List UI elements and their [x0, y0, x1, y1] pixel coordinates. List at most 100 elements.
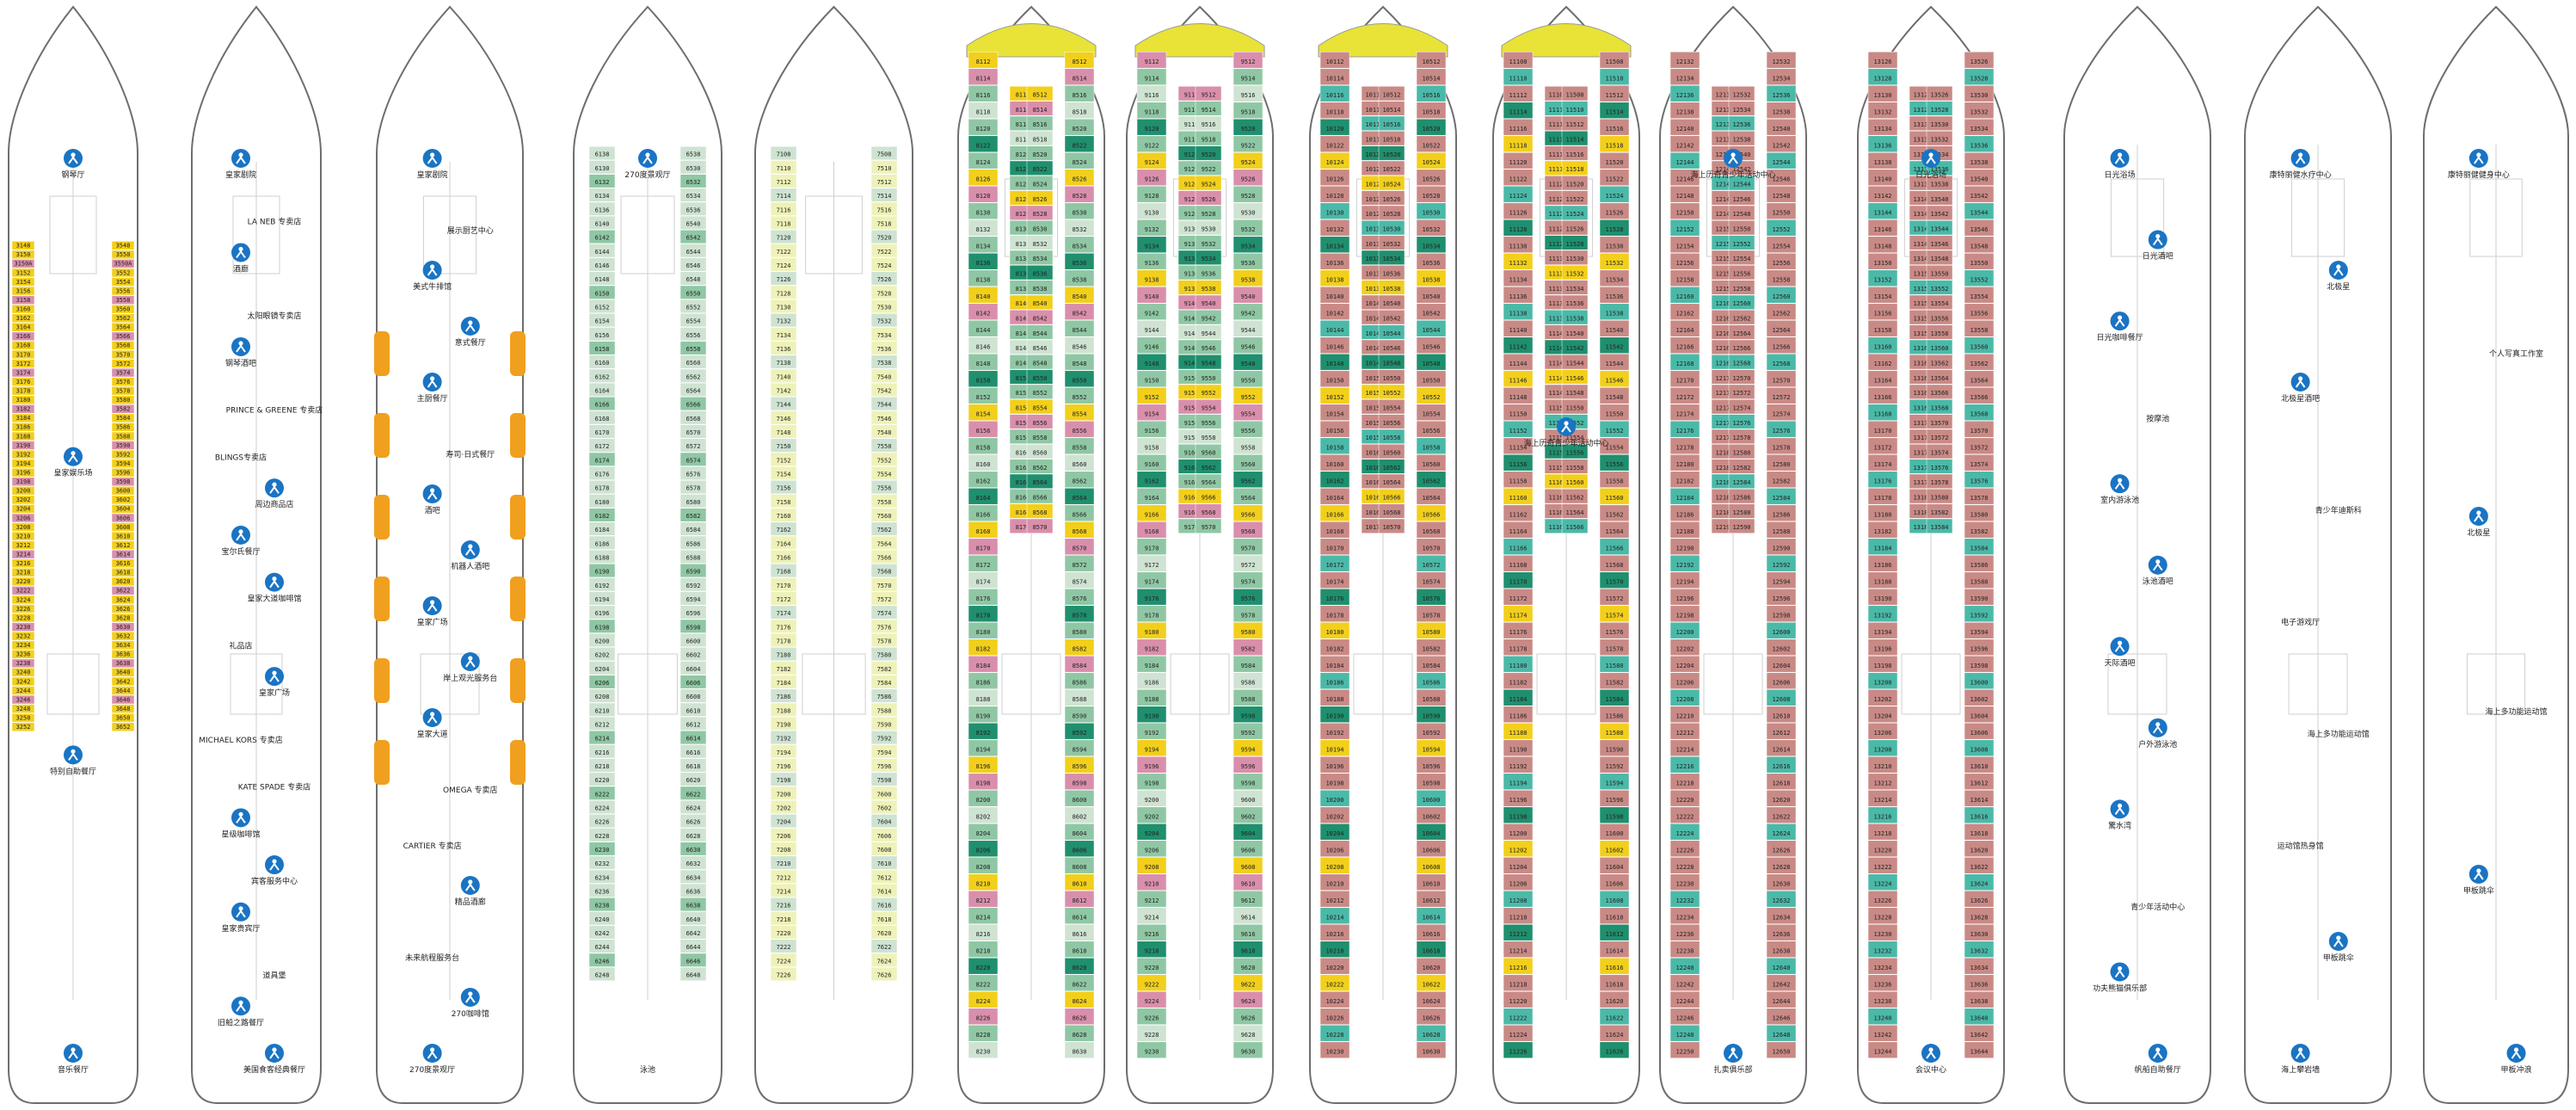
- cabin[interactable]: 12536: [1728, 115, 1755, 131]
- cabin[interactable]: 12550: [1766, 202, 1797, 219]
- cabin[interactable]: 12644: [1766, 991, 1797, 1008]
- cabin[interactable]: 13538: [1964, 152, 1995, 170]
- cabin[interactable]: 13128: [1867, 68, 1898, 85]
- cabin[interactable]: 13578: [1964, 488, 1995, 505]
- cabin[interactable]: 10544: [1416, 320, 1447, 337]
- cabin[interactable]: 6174: [588, 452, 616, 466]
- cabin[interactable]: 12154: [1669, 236, 1700, 253]
- cabin[interactable]: 6602: [679, 647, 707, 662]
- cabin[interactable]: 9596: [1233, 756, 1263, 774]
- cabin[interactable]: 13154: [1867, 287, 1898, 304]
- cabin[interactable]: 8212: [968, 891, 999, 908]
- cabin[interactable]: 12250: [1669, 1041, 1700, 1058]
- cabin[interactable]: 11606: [1599, 873, 1630, 891]
- cabin[interactable]: 12536: [1766, 85, 1797, 102]
- cabin[interactable]: 7528: [870, 285, 898, 299]
- cabin[interactable]: 6234: [588, 869, 616, 884]
- cabin[interactable]: 10626: [1416, 1008, 1447, 1025]
- cabin[interactable]: 3632: [111, 631, 135, 641]
- cabin[interactable]: 13610: [1964, 756, 1995, 774]
- cabin[interactable]: 10178: [1319, 605, 1350, 622]
- cabin[interactable]: 10530: [1378, 220, 1405, 236]
- cabin[interactable]: 7544: [870, 397, 898, 411]
- cabin[interactable]: 6222: [588, 786, 616, 800]
- cabin[interactable]: 13232: [1867, 940, 1898, 958]
- cabin[interactable]: 7514: [870, 188, 898, 202]
- cabin[interactable]: 3200: [11, 486, 35, 496]
- cabin[interactable]: 11562: [1561, 489, 1589, 504]
- cabin[interactable]: 6138: [588, 146, 616, 161]
- cabin[interactable]: 12192: [1669, 555, 1700, 572]
- cabin[interactable]: 12148: [1669, 186, 1700, 203]
- cabin[interactable]: 8520: [1026, 145, 1054, 161]
- cabin[interactable]: 3564: [111, 323, 135, 332]
- cabin[interactable]: 10206: [1319, 840, 1350, 857]
- cabin[interactable]: 10156: [1319, 421, 1350, 438]
- cabin[interactable]: 6646: [679, 953, 707, 967]
- cabin[interactable]: 11518: [1561, 160, 1589, 176]
- cabin[interactable]: 13138: [1867, 152, 1898, 170]
- cabin[interactable]: 13642: [1964, 1025, 1995, 1042]
- cabin[interactable]: 7202: [770, 799, 797, 814]
- cabin[interactable]: 6228: [588, 828, 616, 842]
- cabin[interactable]: 12564: [1728, 324, 1755, 340]
- cabin[interactable]: 6580: [679, 494, 707, 509]
- cabin[interactable]: 6610: [679, 702, 707, 717]
- cabin[interactable]: 9552: [1233, 387, 1263, 404]
- cabin[interactable]: 7526: [870, 271, 898, 286]
- cabin[interactable]: 10532: [1378, 235, 1405, 250]
- cabin[interactable]: 13526: [1926, 86, 1953, 102]
- cabin[interactable]: 6210: [588, 702, 616, 717]
- cabin[interactable]: 13556: [1964, 303, 1995, 320]
- cabin[interactable]: 7618: [870, 911, 898, 926]
- cabin[interactable]: 13216: [1867, 806, 1898, 823]
- cabin[interactable]: 10582: [1416, 638, 1447, 656]
- cabin[interactable]: 10606: [1416, 840, 1447, 857]
- cabin[interactable]: 9168: [1136, 521, 1167, 539]
- cabin[interactable]: 6196: [588, 605, 616, 620]
- cabin[interactable]: 13156: [1867, 303, 1898, 320]
- cabin[interactable]: 7604: [870, 814, 898, 829]
- cabin[interactable]: 12562: [1728, 310, 1755, 325]
- cabin[interactable]: 12540: [1766, 119, 1797, 136]
- cabin[interactable]: 7568: [870, 564, 898, 578]
- cabin[interactable]: 13530: [1926, 115, 1953, 131]
- cabin[interactable]: 11526: [1561, 220, 1589, 236]
- cabin[interactable]: 11564: [1561, 503, 1589, 519]
- cabin[interactable]: 7222: [770, 939, 797, 953]
- cabin[interactable]: 9550: [1233, 370, 1263, 387]
- cabin[interactable]: 12160: [1669, 287, 1700, 304]
- cabin[interactable]: 13136: [1867, 135, 1898, 152]
- cabin[interactable]: 8184: [968, 656, 999, 673]
- cabin[interactable]: 12212: [1669, 723, 1700, 740]
- cabin[interactable]: 12532: [1728, 86, 1755, 102]
- cabin[interactable]: 12162: [1669, 303, 1700, 320]
- cabin[interactable]: 13142: [1867, 186, 1898, 203]
- cabin[interactable]: 12586: [1766, 504, 1797, 521]
- cabin[interactable]: 13586: [1964, 555, 1995, 572]
- cabin[interactable]: 13550: [1964, 253, 1995, 270]
- cabin[interactable]: 13234: [1867, 958, 1898, 975]
- cabin[interactable]: 6182: [588, 508, 616, 522]
- cabin[interactable]: 11172: [1503, 589, 1534, 606]
- cabin[interactable]: 7186: [770, 688, 797, 703]
- cabin[interactable]: 9606: [1233, 840, 1263, 857]
- cabin[interactable]: 3626: [111, 604, 135, 614]
- cabin[interactable]: 12188: [1669, 521, 1700, 539]
- cabin[interactable]: 8228: [968, 1025, 999, 1042]
- cabin[interactable]: 3622: [111, 586, 135, 595]
- cabin[interactable]: 13210: [1867, 756, 1898, 774]
- cabin[interactable]: 6160: [588, 355, 616, 369]
- cabin[interactable]: 12570: [1728, 369, 1755, 385]
- cabin[interactable]: 12568: [1766, 354, 1797, 371]
- cabin[interactable]: 6592: [679, 577, 707, 592]
- cabin[interactable]: 9560: [1233, 454, 1263, 472]
- cabin[interactable]: 9556: [1195, 414, 1222, 429]
- cabin[interactable]: 8576: [1064, 589, 1095, 606]
- cabin[interactable]: 8578: [1064, 605, 1095, 622]
- cabin[interactable]: 10220: [1319, 958, 1350, 975]
- cabin[interactable]: 13564: [1964, 370, 1995, 387]
- cabin[interactable]: 9214: [1136, 907, 1167, 924]
- cabin[interactable]: 13560: [1926, 339, 1953, 355]
- cabin[interactable]: 8614: [1064, 907, 1095, 924]
